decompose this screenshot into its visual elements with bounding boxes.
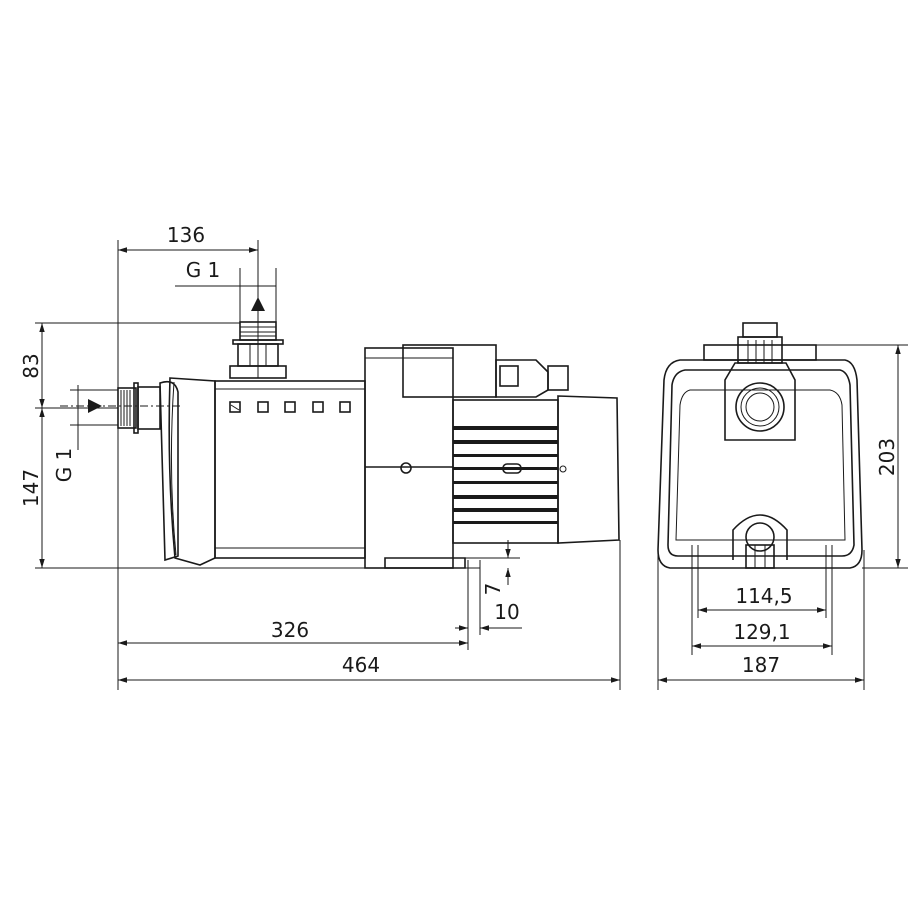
end-view-dimensions: 203 114,5 129,1 187 [657, 344, 908, 690]
motor-fins [453, 426, 567, 524]
dim-inlet-height: 147 [19, 469, 43, 507]
dim-total-length: 464 [342, 653, 380, 677]
dim-outer-foot-spacing: 129,1 [733, 620, 790, 644]
dim-outlet-height: 83 [19, 353, 43, 378]
flow-in-arrow-icon [88, 399, 102, 413]
screw-icon [400, 462, 412, 474]
dim-foot-position: 326 [271, 618, 309, 642]
dim-total-width: 187 [742, 653, 780, 677]
indicator-squares [229, 401, 351, 413]
dim-inner-foot-spacing: 114,5 [735, 584, 792, 608]
dim-foot-height: 7 [481, 583, 505, 596]
side-view-dimensions: 136 G 1 83 147 G 1 326 10 7 [19, 223, 621, 690]
flow-out-arrow-icon [251, 297, 265, 311]
inlet-connector [117, 382, 161, 434]
dim-outlet-thread: G 1 [186, 258, 221, 282]
dim-foot-width: 10 [494, 600, 519, 624]
dim-total-height: 203 [875, 438, 899, 476]
pump-side-view [117, 321, 620, 569]
dim-outlet-offset: 136 [167, 223, 205, 247]
pump-end-view [657, 322, 863, 569]
dim-inlet-thread: G 1 [52, 448, 76, 483]
